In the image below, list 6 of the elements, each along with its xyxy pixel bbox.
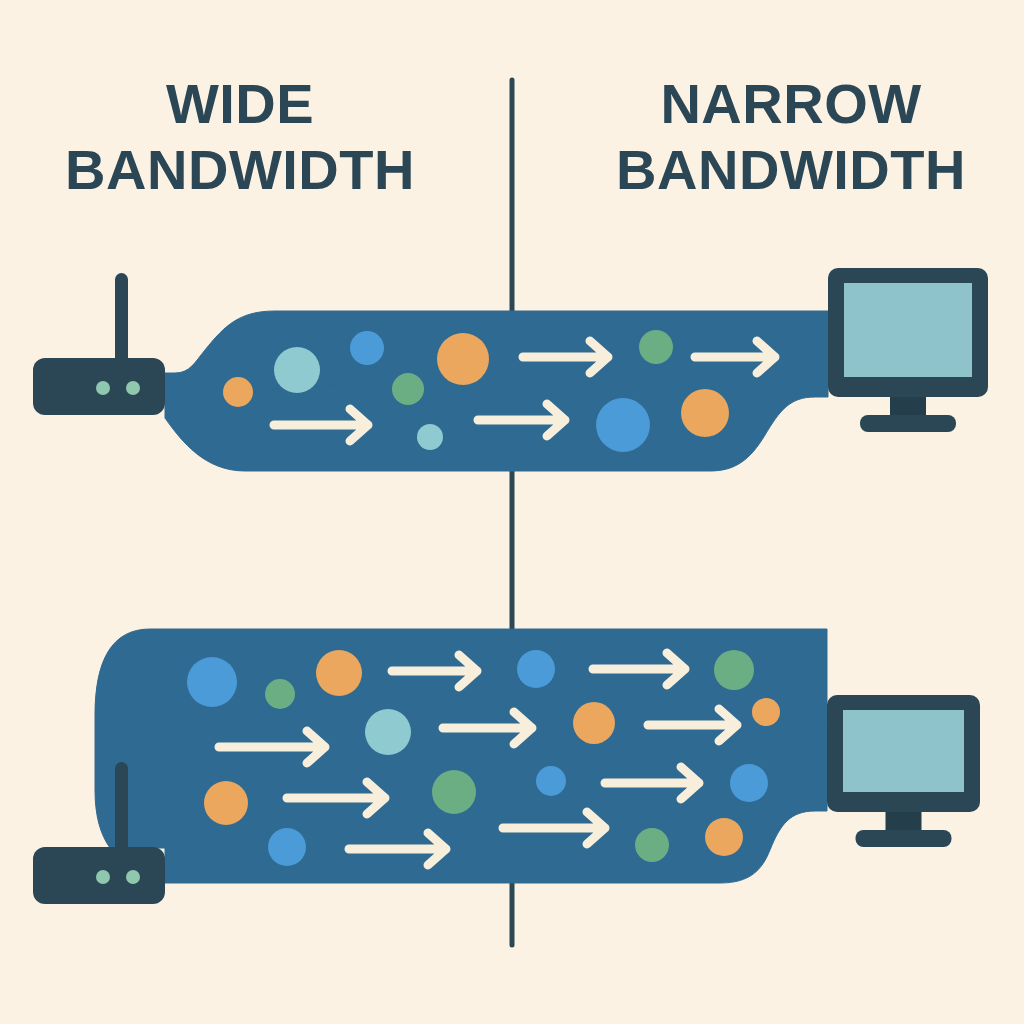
monitor-icon — [828, 268, 988, 432]
monitor-icon — [827, 695, 980, 847]
column-heading: NARROW BANDWIDTH — [616, 71, 966, 203]
router-icon — [33, 762, 165, 904]
column-heading: WIDE BANDWIDTH — [65, 71, 415, 203]
router-icon — [33, 273, 165, 415]
